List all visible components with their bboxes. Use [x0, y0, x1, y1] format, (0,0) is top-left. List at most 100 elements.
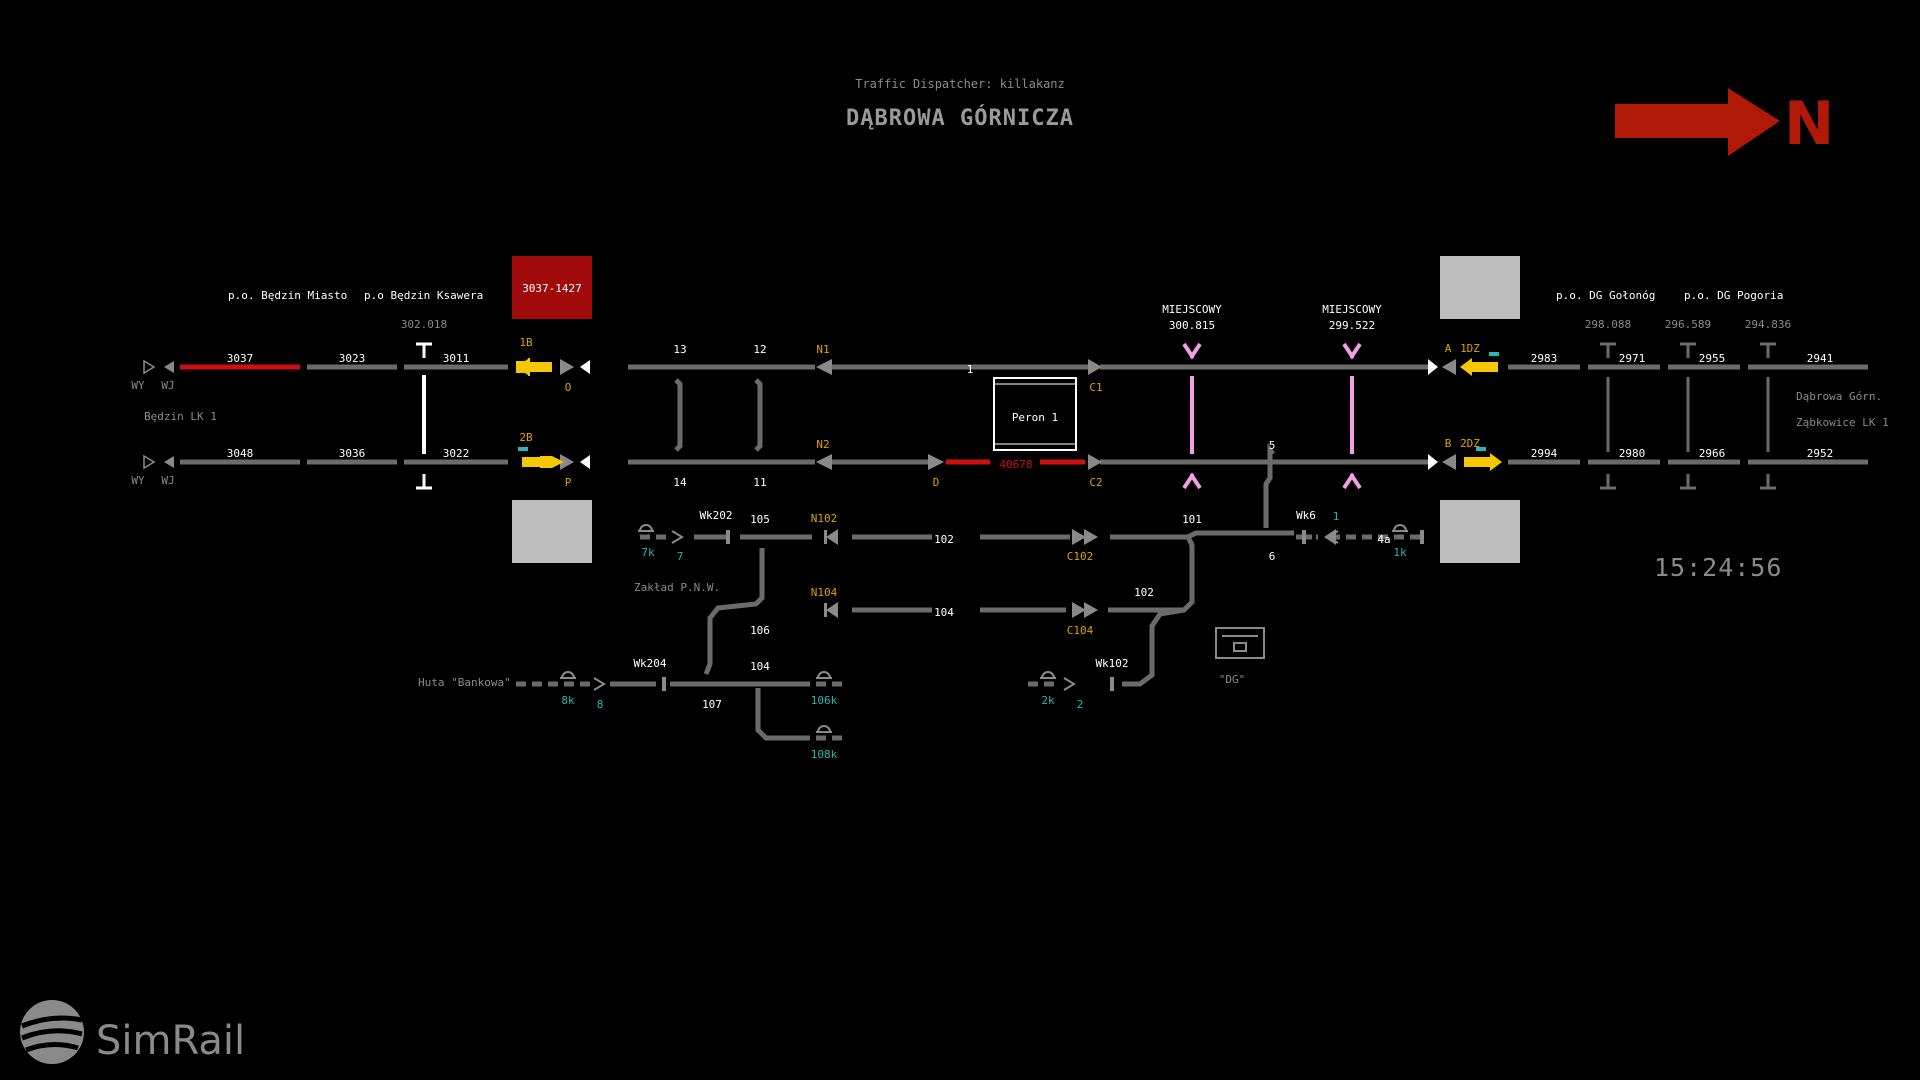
- route-arrows[interactable]: [516, 358, 1502, 471]
- svg-text:2B: 2B: [519, 431, 533, 444]
- svg-text:40678: 40678: [999, 458, 1032, 471]
- svg-text:2DZ: 2DZ: [1460, 437, 1480, 450]
- local-km: 299.522: [1329, 319, 1375, 332]
- svg-text:106k: 106k: [811, 694, 838, 707]
- svg-text:7: 7: [677, 550, 684, 563]
- svg-text:C2: C2: [1089, 476, 1102, 489]
- svg-text:1: 1: [1333, 510, 1340, 523]
- dg-label: "DG": [1219, 673, 1246, 686]
- simrail-logo-icon: [20, 1000, 84, 1064]
- dispatcher-label: Traffic Dispatcher: killakanz: [855, 77, 1065, 91]
- svg-text:Wk202: Wk202: [699, 509, 732, 522]
- area-label: Dąbrowa Górn.: [1796, 390, 1882, 403]
- shunt-signals[interactable]: [560, 524, 1424, 733]
- svg-text:2980: 2980: [1619, 447, 1646, 460]
- svg-text:WY: WY: [131, 379, 145, 392]
- svg-text:N1: N1: [816, 343, 829, 356]
- svg-text:C104: C104: [1067, 624, 1094, 637]
- area-label: p.o. DG Pogoria: [1684, 289, 1783, 302]
- indicator-light: [1476, 447, 1486, 451]
- svg-text:2983: 2983: [1531, 352, 1558, 365]
- svg-text:3036: 3036: [339, 447, 366, 460]
- siding-tracks[interactable]: [610, 530, 1318, 741]
- svg-text:C1: C1: [1089, 381, 1102, 394]
- svg-text:3022: 3022: [443, 447, 470, 460]
- svg-text:P: P: [565, 476, 572, 489]
- svg-text:Wk6: Wk6: [1296, 509, 1316, 522]
- svg-text:1DZ: 1DZ: [1460, 342, 1480, 355]
- svg-text:101: 101: [1182, 513, 1202, 526]
- svg-text:4a: 4a: [1377, 533, 1390, 546]
- km-marker-icon: [416, 342, 432, 358]
- svg-text:N104: N104: [811, 586, 838, 599]
- svg-text:3011: 3011: [443, 352, 470, 365]
- svg-text:Wk102: Wk102: [1095, 657, 1128, 670]
- svg-text:2952: 2952: [1807, 447, 1834, 460]
- area-label: p.o Będzin Ksawera: [364, 289, 483, 302]
- svg-text:8: 8: [597, 698, 604, 711]
- km-label: 294.836: [1745, 318, 1791, 331]
- station-building-icon: [1215, 627, 1265, 659]
- svg-text:13: 13: [673, 343, 686, 356]
- track-labels: 3037 3023 3011 3048 3036 3022 2983 2971 …: [131, 343, 1833, 711]
- svg-text:104: 104: [934, 606, 954, 619]
- svg-text:WJ: WJ: [161, 379, 174, 392]
- svg-text:3037: 3037: [227, 352, 254, 365]
- svg-text:2955: 2955: [1699, 352, 1726, 365]
- train-number: 3037-1427: [522, 282, 582, 295]
- km-label: 298.088: [1585, 318, 1631, 331]
- train-number-box[interactable]: [1440, 500, 1520, 563]
- svg-text:8k: 8k: [561, 694, 575, 707]
- area-label: p.o. Będzin Miasto: [228, 289, 347, 302]
- switch-5[interactable]: [1263, 442, 1275, 528]
- svg-text:N102: N102: [811, 512, 838, 525]
- svg-text:3023: 3023: [339, 352, 366, 365]
- km-label: 296.589: [1665, 318, 1711, 331]
- crossover-13-14[interactable]: [674, 378, 763, 452]
- area-label: Zakład P.N.W.: [634, 581, 720, 594]
- svg-text:5: 5: [1269, 439, 1276, 452]
- train-number-box[interactable]: [512, 256, 592, 319]
- train-number-box[interactable]: [1440, 256, 1520, 319]
- svg-text:102: 102: [934, 533, 954, 546]
- north-label: N: [1784, 89, 1834, 159]
- area-label: p.o. DG Gołonóg: [1556, 289, 1655, 302]
- local-label: MIEJSCOWY: [1322, 303, 1382, 316]
- svg-text:C102: C102: [1067, 550, 1094, 563]
- svg-text:D: D: [933, 476, 940, 489]
- shunt-labels: 7k 7 8k 8 106k 108k 2k 2 1k 1 4a: [561, 510, 1407, 761]
- svg-text:O: O: [565, 381, 572, 394]
- platform-1[interactable]: [993, 377, 1077, 451]
- local-label: MIEJSCOWY: [1162, 303, 1222, 316]
- north-arrow-icon: N: [1615, 88, 1834, 159]
- svg-text:12: 12: [753, 343, 766, 356]
- dead-end-stubs: [516, 534, 1420, 741]
- train-number-box[interactable]: [512, 500, 592, 563]
- svg-text:102: 102: [1134, 586, 1154, 599]
- svg-text:11: 11: [753, 476, 766, 489]
- svg-text:6: 6: [1269, 550, 1276, 563]
- svg-text:105: 105: [750, 513, 770, 526]
- km-markers-east: [1600, 342, 1776, 490]
- area-label: Huta "Bankowa": [418, 676, 511, 689]
- svg-text:WJ: WJ: [161, 474, 174, 487]
- svg-text:7k: 7k: [641, 546, 655, 559]
- svg-text:2k: 2k: [1041, 694, 1055, 707]
- km-marker-icon: [416, 474, 432, 490]
- svg-text:Wk204: Wk204: [633, 657, 666, 670]
- svg-text:1: 1: [967, 363, 974, 376]
- svg-text:108k: 108k: [811, 748, 838, 761]
- indicator-light: [518, 447, 528, 451]
- svg-text:N2: N2: [816, 438, 829, 451]
- station-title: DĄBROWA GÓRNICZA: [846, 106, 1074, 131]
- svg-text:107: 107: [702, 698, 722, 711]
- svg-text:104: 104: [750, 660, 770, 673]
- svg-text:2941: 2941: [1807, 352, 1834, 365]
- indicator-light: [1489, 352, 1499, 356]
- svg-text:WY: WY: [131, 474, 145, 487]
- svg-text:1B: 1B: [519, 336, 533, 349]
- svg-text:2966: 2966: [1699, 447, 1726, 460]
- area-label: Ząbkowice LK 1: [1796, 416, 1889, 429]
- signal-heads[interactable]: [143, 359, 1456, 618]
